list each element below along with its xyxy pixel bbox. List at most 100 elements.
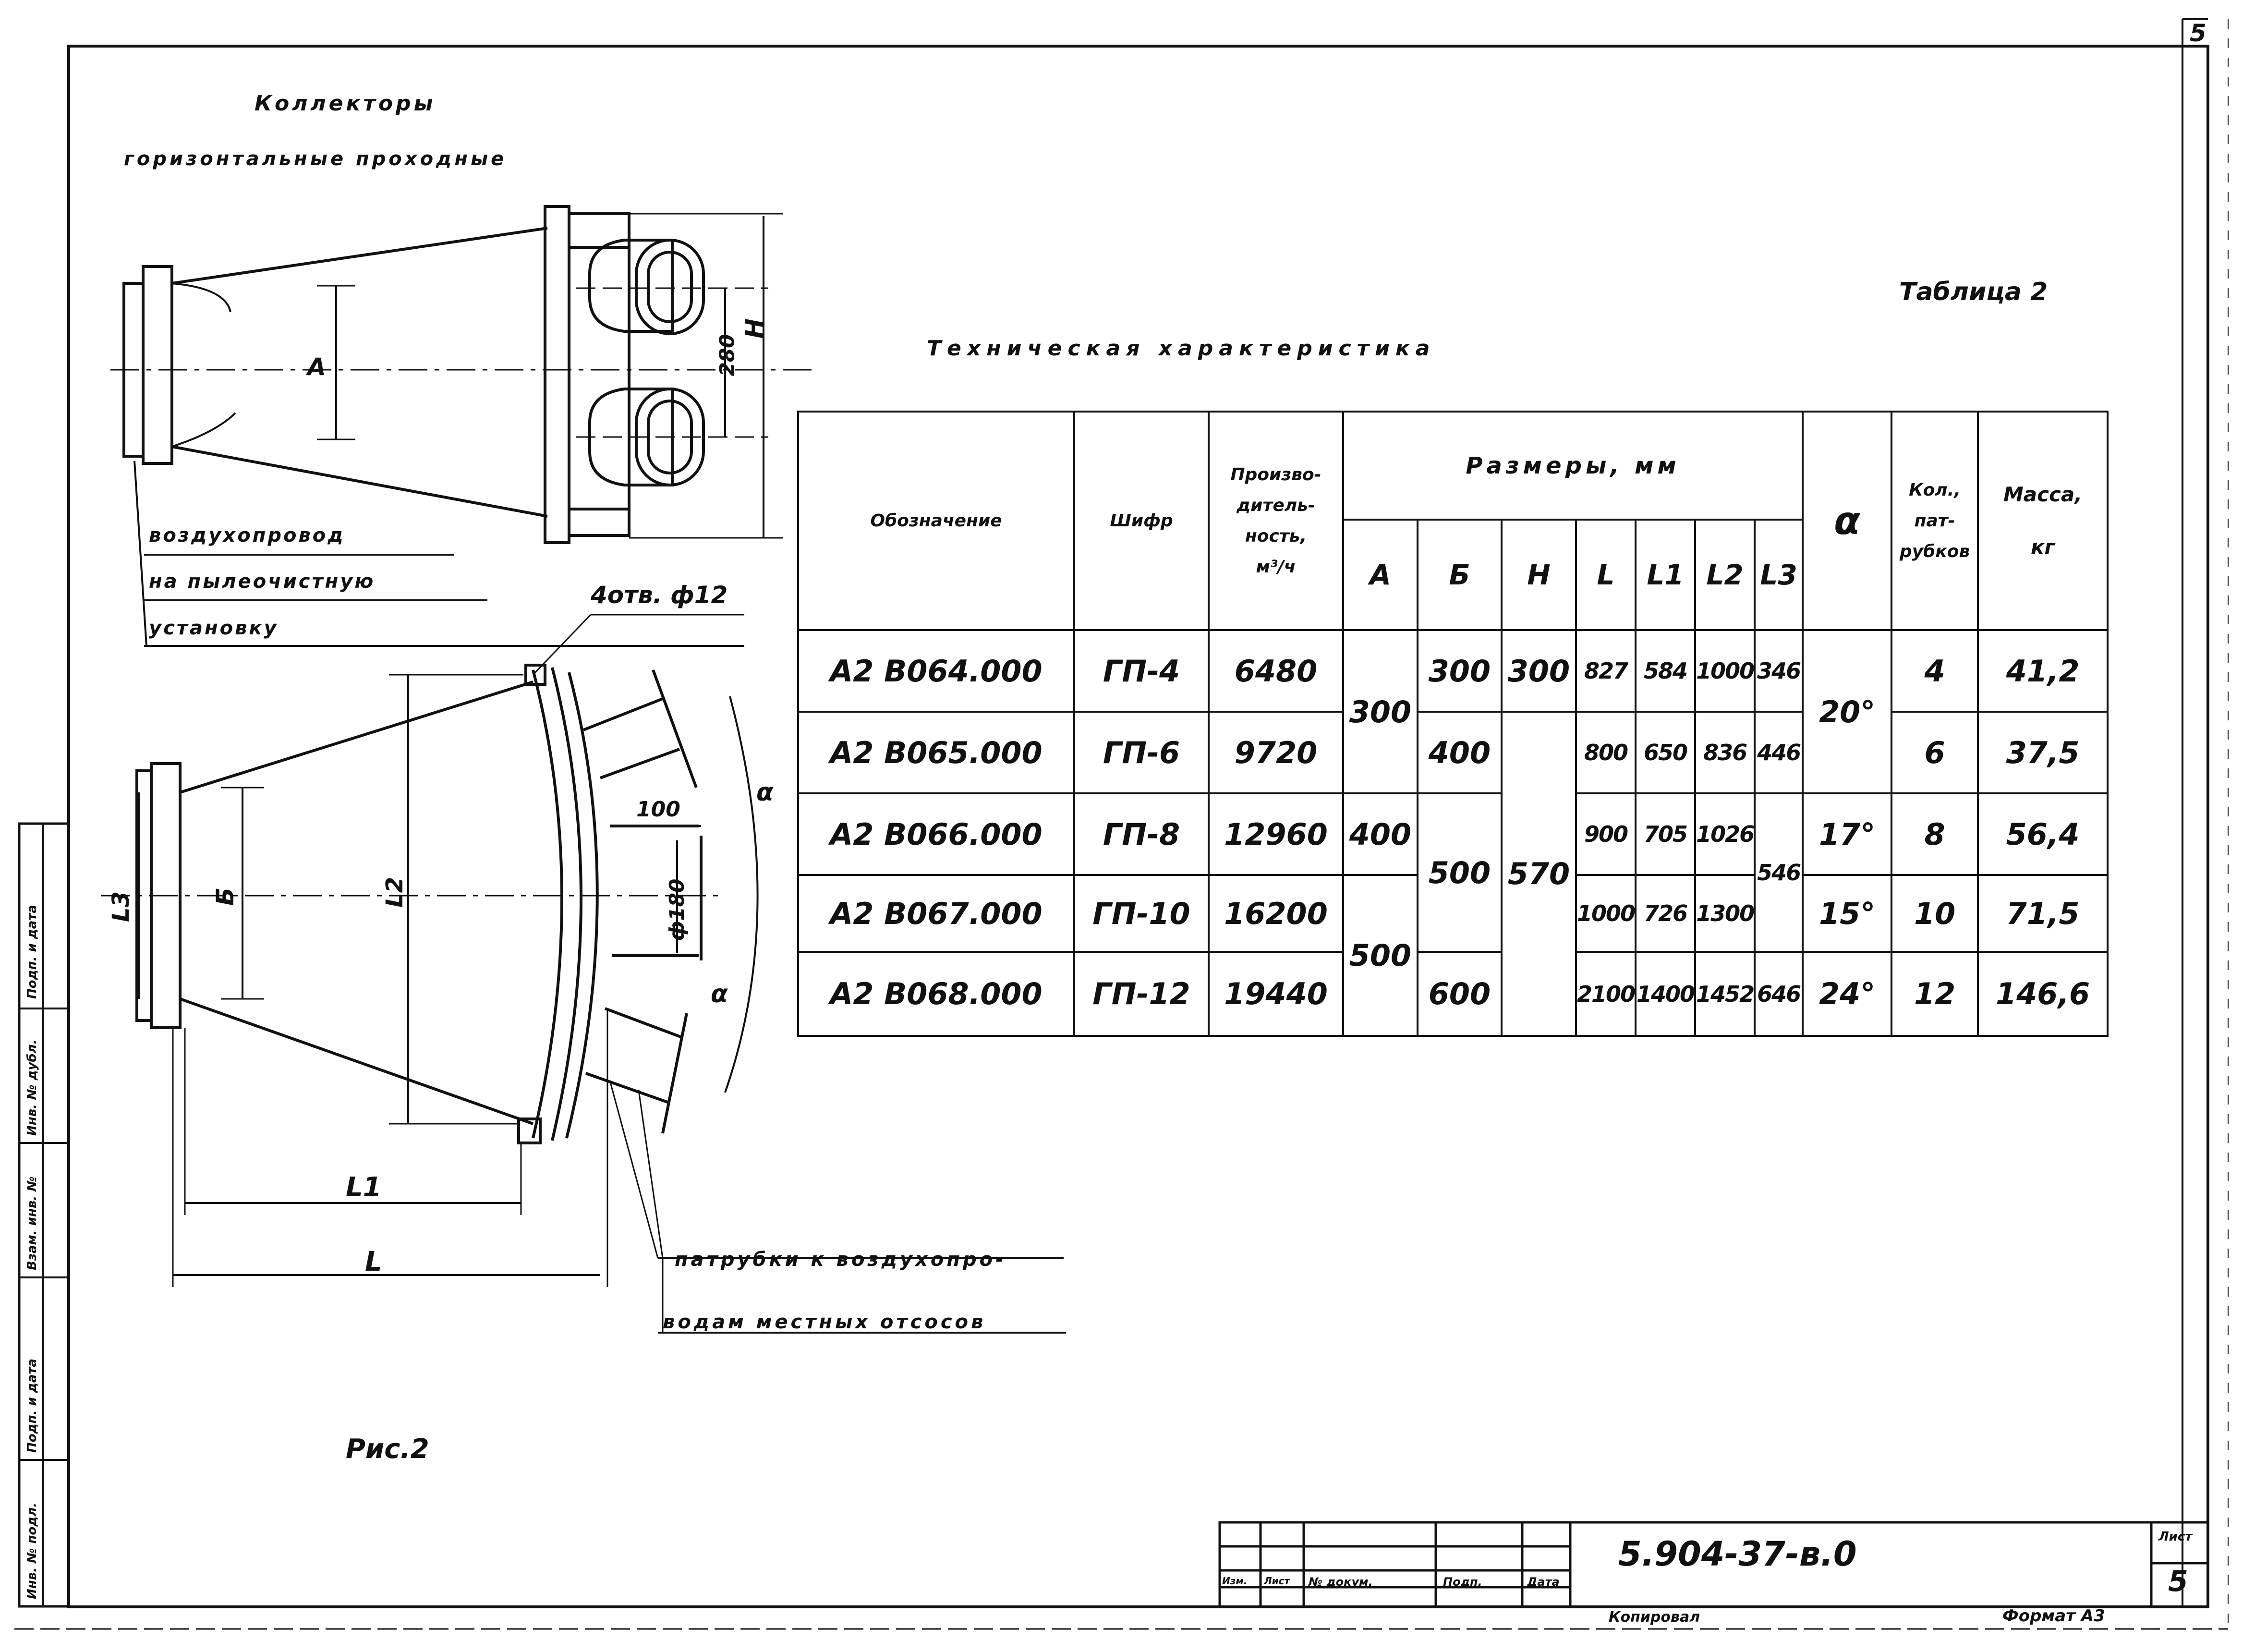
th-designation: Обозначение [797, 411, 1075, 631]
table-row: А2 В065.000 ГП-6 9720 400 570 800 650 83… [797, 711, 2109, 1037]
tb-copied: Копировал [1609, 1609, 1700, 1626]
tb-col-list: Лист [1264, 1575, 1290, 1587]
cell-l2: 1452 [1694, 951, 1756, 1037]
stamp-sign-date-2: Подп. и дата [25, 905, 39, 999]
table-row: А2 В064.000 ГП-4 6480 300 300 300 827 58… [797, 629, 2109, 794]
cell-capacity: 6480 [1208, 629, 1344, 713]
cell-count: 12 [1891, 951, 1979, 1037]
tb-col-izm: Изм. [1222, 1575, 1248, 1587]
label-air-duct-2: на пылеочистную [149, 571, 376, 593]
table-title: Техническая характеристика [927, 336, 1436, 361]
stamp-inv-dup: Инв. № дубл. [25, 1039, 39, 1136]
cell-l1: 705 [1635, 792, 1697, 876]
stamp-inv-orig: Инв. № подл. [25, 1502, 39, 1599]
cell-cabinet: ГП-10 [1073, 874, 1210, 953]
cell-capacity: 9720 [1208, 711, 1344, 794]
dim-280: 280 [715, 334, 739, 377]
th-cabinet: Шифр [1073, 411, 1210, 631]
stamp-sign-date-1: Подп. и дата [25, 1359, 39, 1453]
cell-capacity: 16200 [1208, 874, 1344, 953]
th-sizes: Размеры, мм [1342, 411, 1804, 521]
cell-l: 827 [1575, 629, 1637, 713]
cell-l: 2100 [1575, 951, 1637, 1037]
tb-sheet-number: 5 [2168, 1565, 2188, 1598]
cell-designation: А2 В065.000 [797, 711, 1075, 794]
th-l3: L3 [1754, 519, 1804, 631]
th-count: Кол.,пат-рубков [1891, 411, 1979, 631]
tb-sheet-label: Лист [2158, 1530, 2193, 1544]
tb-corner-number: 5 [2190, 19, 2207, 47]
tb-col-sign: Подп. [1443, 1575, 1482, 1589]
cell-count: 8 [1891, 792, 1979, 876]
cell-alpha: 17° [1802, 792, 1893, 876]
label-air-duct-3: установку [149, 617, 279, 639]
dim-phi180: ф180 [665, 878, 689, 941]
cell-mass: 56,4 [1977, 792, 2109, 876]
th-alpha: α [1802, 411, 1893, 631]
tb-col-date: Дата [1527, 1575, 1560, 1589]
cell-cabinet: ГП-4 [1073, 629, 1210, 713]
dim-alpha-2: α [711, 980, 728, 1008]
cell-l2: 1300 [1694, 874, 1756, 953]
label-nozzles-1: патрубки к воздухопро- [675, 1249, 1006, 1271]
cell-capacity: 12960 [1208, 792, 1344, 876]
cell-mass: 146,6 [1977, 951, 2109, 1037]
dim-l3: L3 [107, 891, 134, 922]
cell-b: 300 [1417, 629, 1503, 713]
th-l1: L1 [1635, 519, 1697, 631]
th-b: Б [1417, 519, 1503, 631]
cell-h: 570 [1501, 711, 1577, 1037]
label-air-duct-1: воздухопровод [149, 524, 345, 547]
dim-l2: L2 [381, 877, 408, 908]
cell-designation: А2 В064.000 [797, 629, 1075, 713]
drawing-title-1: Коллекторы [255, 91, 436, 116]
th-l2: L2 [1694, 519, 1756, 631]
collector-side-view [122, 205, 705, 544]
cell-designation: А2 В068.000 [797, 951, 1075, 1037]
tb-doc-number: 5.904-37-в.0 [1618, 1534, 1857, 1574]
cell-a: 500 [1342, 874, 1418, 1037]
cell-mass: 37,5 [1977, 711, 2109, 794]
cell-cabinet: ГП-6 [1073, 711, 1210, 794]
cell-designation: А2 В067.000 [797, 874, 1075, 953]
th-l: L [1575, 519, 1637, 631]
cell-mass: 41,2 [1977, 629, 2109, 713]
table-caption: Таблица 2 [1899, 278, 2048, 306]
cell-l: 800 [1575, 711, 1637, 794]
cell-b: 600 [1417, 951, 1503, 1037]
figure-label: Рис.2 [346, 1433, 429, 1465]
table-row: А2 В068.000 ГП-12 19440 600 2100 1400 14… [797, 951, 2109, 1037]
cell-mass: 71,5 [1977, 874, 2109, 953]
cell-l2: 1026 [1694, 792, 1756, 876]
title-block-frame [1218, 1521, 2209, 1608]
drawing-title-2: горизонтальные проходные [124, 148, 507, 170]
cell-l3: 446 [1754, 711, 1804, 794]
dim-h: Н [740, 318, 768, 339]
cell-l3: 346 [1754, 629, 1804, 713]
cell-alpha: 20° [1802, 629, 1893, 794]
cell-l: 900 [1575, 792, 1637, 876]
cell-count: 4 [1891, 629, 1979, 713]
cell-b: 500 [1417, 792, 1503, 953]
cell-a: 400 [1342, 792, 1418, 876]
cell-alpha: 24° [1802, 951, 1893, 1037]
cell-b: 400 [1417, 711, 1503, 794]
cell-l: 1000 [1575, 874, 1637, 953]
spec-table: Обозначение Шифр Произво-дитель- ность,м… [797, 411, 2109, 1037]
cell-l1: 726 [1635, 874, 1697, 953]
cell-l2: 836 [1694, 711, 1756, 794]
cell-l3: 546 [1754, 792, 1804, 953]
stamp-replace-inv: Взам. инв. № [25, 1176, 39, 1271]
tb-col-doc: № докум. [1309, 1575, 1373, 1589]
th-h: Н [1501, 519, 1577, 631]
cell-l3: 646 [1754, 951, 1804, 1037]
cell-cabinet: ГП-8 [1073, 792, 1210, 876]
label-nozzles-2: водам местных отсосов [663, 1311, 986, 1333]
th-a: А [1342, 519, 1418, 631]
dim-l1: L1 [346, 1172, 382, 1203]
cell-l1: 1400 [1635, 951, 1697, 1037]
label-holes: 4отв. ф12 [591, 581, 728, 609]
dim-a: А [307, 353, 326, 381]
table-row: А2 В067.000 ГП-10 16200 500 1000 726 130… [797, 874, 2109, 1037]
